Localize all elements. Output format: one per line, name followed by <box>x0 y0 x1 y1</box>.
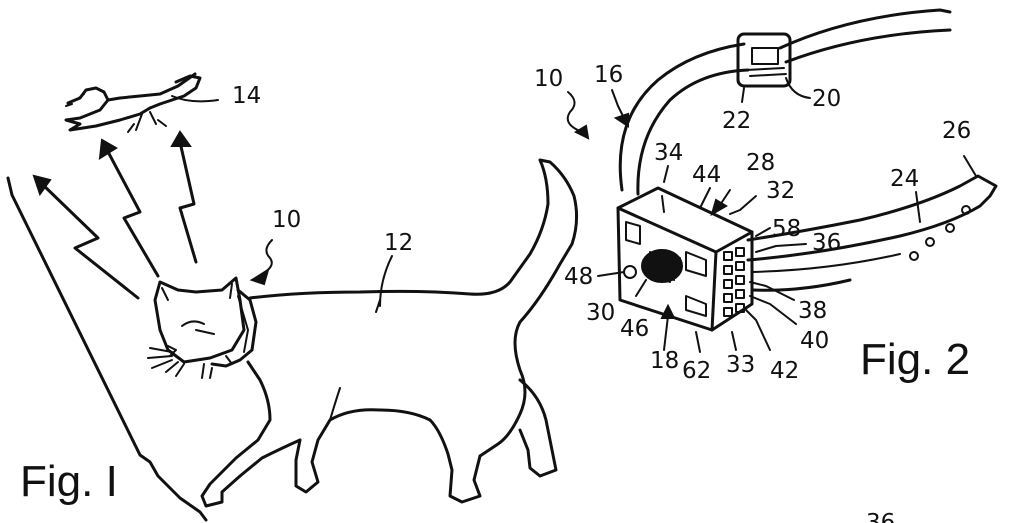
label-btn-40: 40 <box>800 328 829 354</box>
label-window-62: 62 <box>682 358 711 384</box>
fig2-leader-lines <box>566 77 977 353</box>
fig2-labels: 10 16 20 22 26 24 34 44 28 32 58 36 48 3… <box>534 62 971 523</box>
label-top-28: 28 <box>746 150 775 176</box>
label-btn-42: 42 <box>770 358 799 384</box>
label-indicator-58: 58 <box>772 216 801 242</box>
figure-2-caption: Fig. 2 <box>860 335 970 384</box>
label-holes-24: 24 <box>890 166 919 192</box>
label-speaker-46: 46 <box>620 316 649 342</box>
label-tongue-22: 22 <box>722 108 751 134</box>
cat-leader-line <box>379 255 393 307</box>
figure-1: 14 <box>6 72 579 522</box>
strap-holes <box>909 205 971 261</box>
buckle <box>736 32 792 88</box>
label-front-30: 30 <box>586 300 615 326</box>
device-10-arrowhead <box>249 267 270 286</box>
label-edge-44: 44 <box>692 162 721 188</box>
label-side-36: 36 <box>812 230 841 256</box>
cat-drawing <box>147 158 579 508</box>
signal-arrows <box>32 130 198 300</box>
bird-drawing <box>64 72 202 133</box>
label-cutoff-36: 36 <box>866 510 895 523</box>
figure-2: 10 16 20 22 26 24 34 44 28 32 58 36 48 3… <box>534 8 998 523</box>
side-buttons <box>723 247 745 317</box>
bird-leader-line <box>171 95 219 103</box>
figure-1-caption: Fig. I <box>20 457 118 506</box>
label-buckle-20: 20 <box>812 86 841 112</box>
label-light-34: 34 <box>654 140 683 166</box>
label-strap-end-26: 26 <box>942 118 971 144</box>
device-10-leader <box>261 239 273 275</box>
label-bird-14: 14 <box>232 83 261 109</box>
label-switch-48: 48 <box>564 264 593 290</box>
label-btn-38: 38 <box>798 298 827 324</box>
ground-line <box>6 176 208 522</box>
collar-strap <box>618 8 998 292</box>
label-panel-33: 33 <box>726 352 755 378</box>
device-housing <box>616 186 754 332</box>
label-device-10-fig2: 10 <box>534 66 563 92</box>
label-panel-32: 32 <box>766 178 795 204</box>
label-collar-16: 16 <box>594 62 623 88</box>
label-cat-12: 12 <box>384 230 413 256</box>
label-housing-18: 18 <box>650 348 679 374</box>
label-device-10: 10 <box>272 207 301 233</box>
